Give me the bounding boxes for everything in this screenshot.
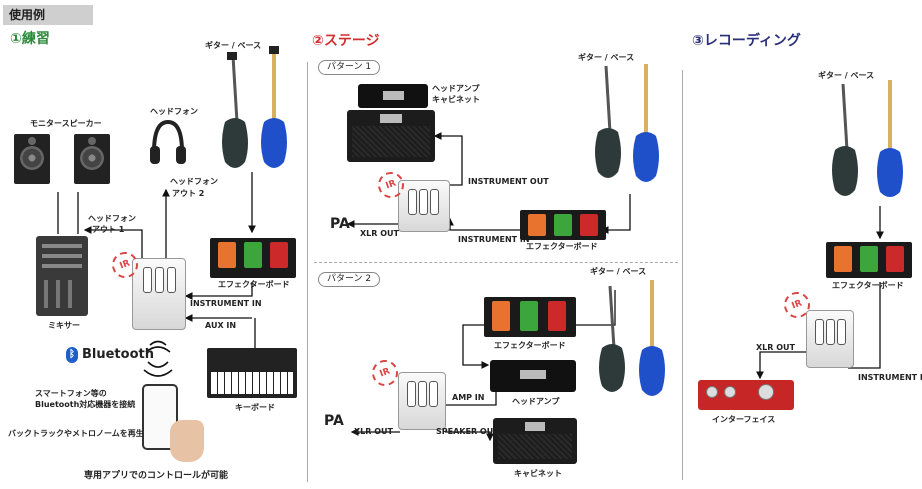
guitar-bass-label-stage1: ギター / ベース	[578, 53, 635, 62]
guitar-bass-label-recording: ギター / ベース	[818, 71, 875, 80]
divider-left	[307, 62, 308, 482]
head-amp-label: ヘッドアンプ	[512, 397, 560, 406]
bluetooth-label: Bluetooth	[82, 347, 154, 362]
guitar-icon-recording	[832, 83, 858, 196]
guitar-icon	[222, 52, 248, 168]
element-device-stage2	[398, 372, 446, 430]
keyboard-device	[207, 348, 297, 398]
guitar-bass-label-stage2: ギター / ベース	[590, 267, 647, 276]
smartphone-label-a: スマートフォン等の	[35, 389, 107, 398]
cabinet-pattern2	[493, 418, 577, 464]
instrument-in-label-practice: INSTRUMENT IN	[190, 299, 262, 308]
effects-board-stage1	[520, 210, 606, 240]
headphone-out2-label-a: ヘッドフォン	[170, 177, 218, 186]
section-title-recording: ③レコーディング	[692, 33, 801, 49]
practice-guitar-bass-label: ギター / ベース	[205, 41, 262, 50]
effects-board-stage1-label: エフェクターボード	[526, 242, 598, 251]
headphones-label: ヘッドフォン	[150, 107, 198, 116]
monitor-speaker-label: モニタースピーカー	[30, 119, 102, 128]
headphones-icon	[150, 119, 186, 164]
bass-icon-recording	[877, 80, 903, 197]
headphone-out1-label-b: アウト 1	[92, 225, 125, 234]
amp-cab-label-b: キャビネット	[432, 95, 480, 104]
effects-board-practice-label: エフェクターボード	[218, 280, 290, 289]
keyboard-label: キーボード	[235, 403, 275, 412]
effects-board-recording-label: エフェクターボード	[832, 281, 904, 290]
monitor-speaker-left	[14, 134, 50, 184]
amp-in-label: AMP IN	[452, 393, 485, 402]
headphone-out1-label-a: ヘッドフォン	[88, 214, 136, 223]
pa-label-1: PA	[330, 216, 350, 232]
aux-in-label: AUX IN	[205, 321, 237, 330]
amp-cab-label-a: ヘッドアンプ	[432, 84, 480, 93]
element-device-stage1	[398, 180, 450, 232]
smartphone-label-b: Bluetooth対応機器を接続	[35, 400, 136, 409]
xlr-out-label-1: XLR OUT	[360, 229, 399, 238]
section-title-stage: ②ステージ	[312, 33, 380, 49]
guitar-icon-stage1	[595, 65, 621, 178]
effects-board-recording	[826, 242, 912, 278]
hand-icon	[170, 420, 204, 462]
bass-icon-stage2	[639, 280, 665, 396]
headphone-out2-label-b: アウト 2	[172, 189, 205, 198]
head-amp-pattern1	[358, 84, 428, 108]
pattern2-label: パターン 2	[318, 272, 381, 287]
xlr-out-label-2: XLR OUT	[354, 427, 393, 436]
bass-icon	[261, 46, 287, 168]
head-amp-pattern2	[490, 360, 576, 392]
effects-board-stage2-label: エフェクターボード	[494, 341, 566, 350]
pa-label-2: PA	[324, 413, 344, 429]
effects-board-stage2	[484, 297, 576, 337]
cabinet-label: キャビネット	[514, 469, 562, 478]
bluetooth-icon: ᛒ	[66, 347, 78, 363]
bass-icon-stage1	[633, 64, 659, 182]
usage-example-header: 使用例	[3, 5, 93, 25]
mixer-label: ミキサー	[48, 321, 80, 330]
app-control-label: 専用アプリでのコントロールが可能	[84, 471, 229, 481]
monitor-speaker-right	[74, 134, 110, 184]
xlr-out-label-recording: XLR OUT	[756, 343, 795, 352]
section-title-practice: ①練習	[10, 31, 50, 47]
instrument-in-label-recording: INSTRUMENT IN	[858, 373, 922, 382]
pattern1-label: パターン 1	[318, 60, 381, 75]
element-device-practice	[132, 258, 186, 330]
speaker-out-label: SPEAKER OUT	[436, 427, 499, 436]
pattern-divider	[314, 262, 678, 263]
cabinet-pattern1	[347, 110, 435, 162]
element-device-recording	[806, 310, 854, 368]
guitar-icon-stage2	[599, 285, 625, 392]
audio-interface-label: インターフェイス	[712, 415, 776, 424]
effects-board-practice	[210, 238, 296, 278]
instrument-out-label: INSTRUMENT OUT	[468, 177, 549, 186]
instrument-in-label-stage: INSTRUMENT IN	[458, 235, 530, 244]
backing-track-label: バックトラックやメトロノームを再生	[8, 429, 144, 438]
mixer-device	[36, 236, 88, 316]
audio-interface-device	[698, 380, 794, 410]
divider-right	[682, 70, 683, 480]
